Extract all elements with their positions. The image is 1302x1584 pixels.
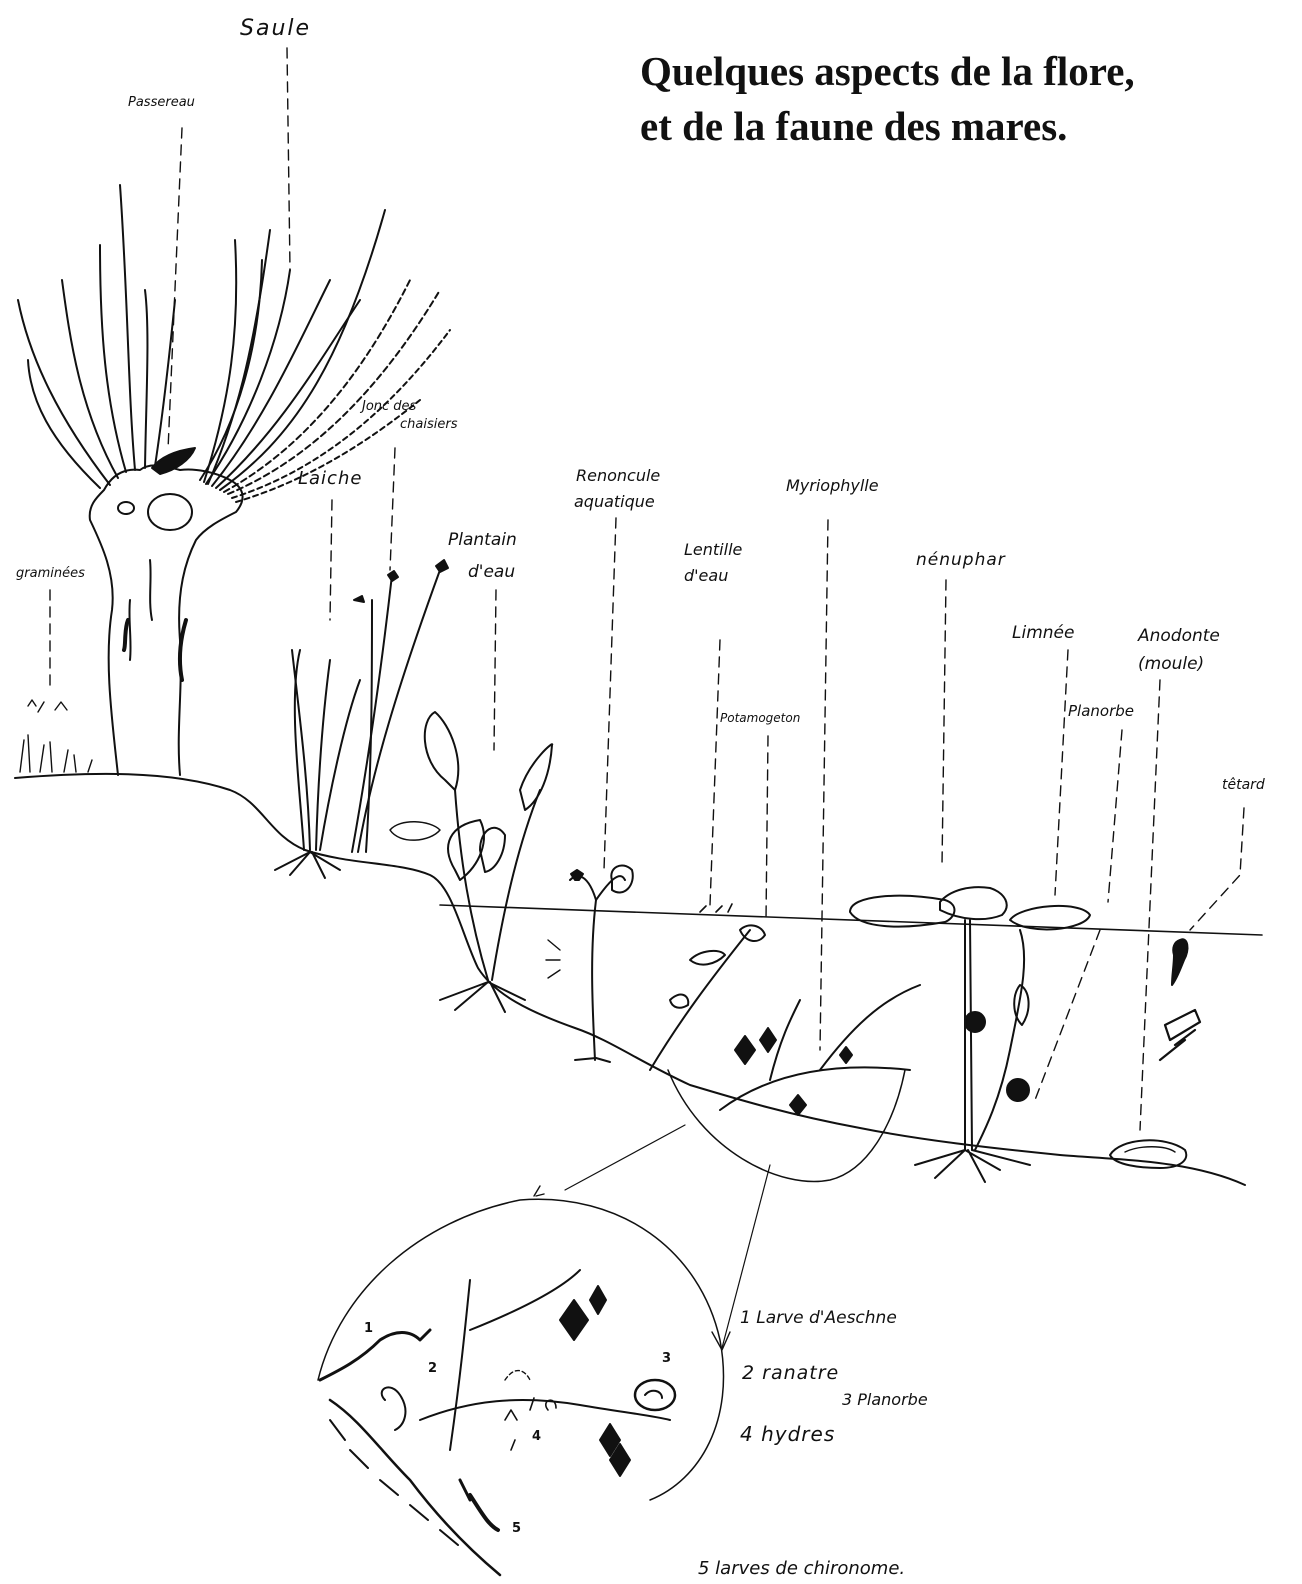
label-plantain-1: Plantain — [448, 532, 517, 549]
ground-line — [15, 774, 1245, 1185]
label-graminees: graminées — [16, 567, 85, 580]
legend-item-2: 2 ranatre — [742, 1364, 839, 1383]
inset-contents — [320, 1270, 675, 1575]
nenuphar-plant — [850, 887, 1090, 1182]
laiche-plant — [275, 650, 360, 878]
label-laiche: Laiche — [298, 470, 362, 488]
label-nenuphar: nénuphar — [916, 552, 1006, 569]
label-lentille-1: Lentille — [684, 542, 742, 558]
label-passereau: Passereau — [128, 96, 195, 109]
label-lentille-2: d'eau — [684, 568, 728, 584]
label-saule: Saule — [240, 18, 311, 40]
label-myriophylle: Myriophylle — [786, 478, 879, 494]
legend-item-5: 5 larves de chironome. — [698, 1560, 905, 1578]
label-planorbe: Planorbe — [1068, 704, 1134, 719]
label-jonc-2: chaisiers — [400, 418, 457, 431]
willow-tree — [18, 185, 450, 775]
inset-number-3: 3 — [662, 1351, 671, 1366]
tetard-animal — [1172, 939, 1187, 985]
larva-animal — [1160, 1010, 1200, 1060]
inset-number-5: 5 — [512, 1521, 521, 1536]
inset-number-group: 1 2 3 4 5 — [364, 1321, 671, 1536]
label-tetard: têtard — [1222, 778, 1265, 792]
label-plantain-2: d'eau — [468, 564, 515, 581]
inset-circle — [318, 1199, 724, 1500]
legend-item-4: 4 hydres — [740, 1424, 835, 1444]
zoom-arc — [668, 1070, 905, 1182]
legend-item-1: 1 Larve d'Aeschne — [740, 1310, 897, 1327]
inset-number-2: 2 — [428, 1361, 437, 1376]
label-jonc-1: Jonc des — [362, 400, 416, 413]
label-renoncule-1: Renoncule — [576, 468, 660, 484]
grass-tufts — [20, 700, 92, 772]
anodonte-mussel — [1110, 1140, 1186, 1168]
label-potamogeton: Potamogeton — [720, 712, 800, 724]
legend-item-3: 3 Planorbe — [842, 1392, 928, 1408]
leader-lines — [50, 48, 1244, 1130]
jonc-plant — [352, 560, 448, 852]
label-limnee: Limnée — [1012, 625, 1074, 642]
renoncule-plant — [546, 865, 633, 1062]
label-anodonte-2: (moule) — [1138, 656, 1204, 673]
label-anodonte-1: Anodonte — [1138, 628, 1220, 645]
inset-number-4: 4 — [532, 1429, 541, 1444]
inset-connector-left — [565, 1125, 685, 1190]
label-renoncule-2: aquatique — [574, 494, 655, 510]
plantain-plant — [390, 712, 552, 1012]
inset-number-1: 1 — [364, 1321, 373, 1336]
